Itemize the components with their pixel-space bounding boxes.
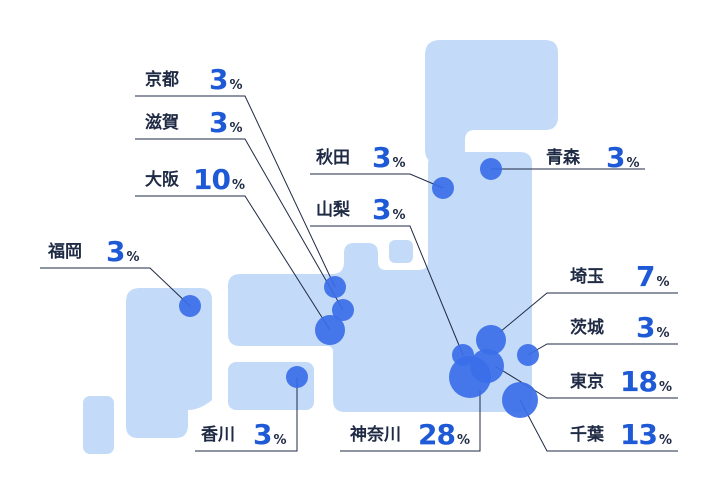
prefecture-value: 3% xyxy=(253,418,287,451)
marker-aomori xyxy=(480,158,502,180)
marker-osaka xyxy=(315,315,345,345)
label-ibaraki: 茨城 3% xyxy=(560,303,678,343)
label-fukuoka: 福岡 3% xyxy=(40,227,150,267)
prefecture-name: 千葉 xyxy=(570,425,604,445)
prefecture-name: 福岡 xyxy=(48,242,82,262)
marker-kyoto xyxy=(324,276,346,298)
leader-line-shiga xyxy=(135,138,344,311)
leader-line-akita xyxy=(310,173,444,189)
prefecture-value: 3% xyxy=(636,311,670,344)
label-chiba: 千葉 13% xyxy=(560,410,678,450)
leader-line-fukuoka xyxy=(40,267,191,307)
prefecture-value: 10% xyxy=(193,163,245,196)
leader-line-kagawa xyxy=(195,377,298,452)
marker-tokyo xyxy=(470,349,504,383)
prefecture-name: 埼玉 xyxy=(570,267,604,287)
leader-line-yamanashi xyxy=(310,225,464,356)
marker-ibaraki xyxy=(517,344,539,366)
island-small xyxy=(389,240,413,263)
label-akita: 秋田 3% xyxy=(310,133,410,173)
prefecture-value: 13% xyxy=(620,418,672,451)
leader-line-kanagawa xyxy=(340,390,481,452)
prefecture-name: 山梨 xyxy=(316,200,350,220)
label-osaka: 大阪 10% xyxy=(135,155,245,195)
prefecture-value: 3% xyxy=(606,141,640,174)
marker-chiba xyxy=(502,382,538,418)
prefecture-value: 3% xyxy=(209,106,243,139)
prefecture-name: 滋賀 xyxy=(145,113,179,133)
prefecture-name: 茨城 xyxy=(570,318,604,338)
marker-akita xyxy=(432,177,454,199)
prefecture-value: 3% xyxy=(372,141,406,174)
prefecture-value: 18% xyxy=(620,365,672,398)
leader-line-ibaraki xyxy=(527,343,678,356)
leader-line-kyoto xyxy=(135,95,336,288)
marker-kagawa xyxy=(286,366,308,388)
island-hokkaido xyxy=(425,40,558,163)
label-shiga: 滋賀 3% xyxy=(135,98,245,138)
prefecture-value: 3% xyxy=(106,235,140,268)
prefecture-name: 東京 xyxy=(570,372,604,392)
prefecture-name: 京都 xyxy=(145,70,179,90)
prefecture-name: 秋田 xyxy=(316,148,350,168)
label-kyoto: 京都 3% xyxy=(135,55,245,95)
prefecture-name: 神奈川 xyxy=(350,425,401,445)
label-saitama: 埼玉 7% xyxy=(560,252,678,292)
island-kyushu xyxy=(126,288,212,438)
leader-line-saitama xyxy=(499,292,678,333)
label-kanagawa: 神奈川 28% xyxy=(340,410,480,450)
prefecture-name: 青森 xyxy=(546,148,580,168)
leader-line-osaka xyxy=(135,195,331,331)
prefecture-value: 3% xyxy=(209,63,243,96)
prefecture-value: 3% xyxy=(372,193,406,226)
label-kagawa: 香川 3% xyxy=(195,410,300,450)
label-yamanashi: 山梨 3% xyxy=(310,185,410,225)
leader-line-chiba xyxy=(519,399,678,452)
label-tokyo: 東京 18% xyxy=(560,357,678,397)
prefecture-name: 香川 xyxy=(201,425,235,445)
label-aomori: 青森 3% xyxy=(530,133,645,173)
leader-line-tokyo xyxy=(494,365,678,399)
leader-lines xyxy=(40,95,678,452)
marker-saitama xyxy=(476,325,506,355)
markers xyxy=(179,158,539,418)
prefecture-name: 大阪 xyxy=(145,170,179,190)
marker-shiga xyxy=(332,299,354,321)
prefecture-value: 7% xyxy=(636,260,670,293)
prefecture-value: 28% xyxy=(418,418,470,451)
island-south xyxy=(83,396,114,454)
marker-fukuoka xyxy=(179,295,201,317)
